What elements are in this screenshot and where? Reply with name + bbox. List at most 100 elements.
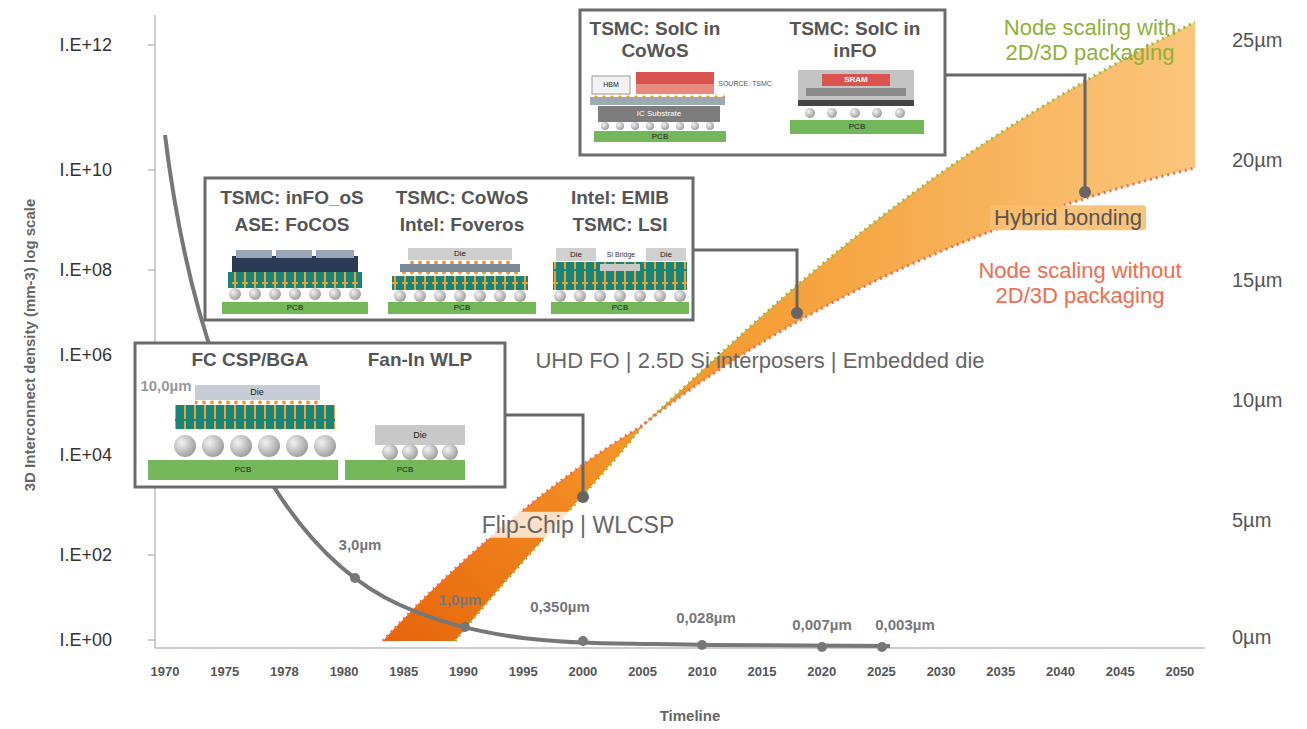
emib-figure <box>554 290 686 302</box>
fc-bga-figure <box>148 385 338 480</box>
part-label: PCB <box>397 465 413 474</box>
feature-size-curve <box>578 636 588 646</box>
feature-size-label: 0,003µm <box>875 616 935 633</box>
part-label: Die <box>250 387 264 397</box>
panel-title: TSMC: SoIC in inFO <box>785 18 925 62</box>
info-os-figure <box>229 288 241 300</box>
axis-title: Timeline <box>660 707 721 724</box>
info-os-figure <box>276 250 312 258</box>
fc-bga-figure <box>202 435 224 457</box>
soic-cowos-figure <box>661 122 669 130</box>
part-label: Die <box>413 430 427 440</box>
fc-bga-figure <box>286 435 308 457</box>
part-label: Die <box>570 250 582 259</box>
soic-info-figure <box>805 108 905 118</box>
year-tick-label: 2040 <box>1046 665 1075 680</box>
package-panel: TSMC: SoIC in CoWoSHBMSOURCE: TSMCIC Sub… <box>584 14 774 151</box>
fc-bga-figure <box>195 400 320 405</box>
info-os-figure <box>329 288 341 300</box>
cowos-figure <box>408 260 512 264</box>
cowos-figure <box>400 272 520 276</box>
package-panel: Fan-In WLP DiePCB <box>342 347 502 483</box>
cowos-figure <box>454 290 466 302</box>
cowos-figure <box>394 290 406 302</box>
axes <box>148 15 1205 648</box>
leader-lines <box>1079 186 1091 198</box>
soic-cowos-figure <box>631 122 639 130</box>
axis-tick-label: 20µm <box>1232 149 1282 172</box>
year-tick-label: 1990 <box>449 665 478 680</box>
feature-size-label: 0,350µm <box>530 598 590 615</box>
emib-figure <box>646 248 686 261</box>
part-label: Die <box>660 250 672 259</box>
part-label: HBM <box>603 81 619 89</box>
part-label: Si Bridge <box>607 251 635 259</box>
emib-figure <box>614 290 626 302</box>
emib-figure <box>574 290 586 302</box>
emib-figure <box>553 262 687 290</box>
feature-size-label: 1,0µm <box>439 591 482 608</box>
soic-info-figure <box>827 108 837 118</box>
panel-title: Fan-In WLP <box>368 349 472 371</box>
info-os-figure <box>222 250 368 314</box>
soic-info-figure <box>790 70 924 134</box>
emib-figure <box>654 290 666 302</box>
soic-cowos-figure <box>590 97 725 105</box>
soic-cowos-figure <box>590 72 726 142</box>
fan-in-figure <box>375 425 465 445</box>
axis-tick-label: I.E+04 <box>59 445 112 466</box>
fc-bga-figure <box>195 385 320 400</box>
fc-bga-figure <box>230 435 252 457</box>
axis-tick-label: I.E+12 <box>59 35 112 56</box>
leader-lines <box>577 491 589 503</box>
feature-size-curve <box>817 642 827 652</box>
annotation: Flip-Chip | WLCSP <box>478 512 679 538</box>
year-tick-label: 1975 <box>210 665 239 680</box>
leader-lines <box>505 415 583 497</box>
feature-size-curve <box>460 622 470 632</box>
year-tick-label: 2020 <box>807 665 836 680</box>
part-label: Intel: Foveros <box>400 214 525 236</box>
panel-title: TSMC: inFO_oS <box>220 187 364 209</box>
year-tick-label: 1985 <box>389 665 418 680</box>
annotation: UHD FO | 2.5D Si interposers | Embedded … <box>535 348 984 373</box>
leader-lines <box>791 307 803 319</box>
axes <box>154 15 156 648</box>
fc-bga-figure <box>314 435 336 457</box>
soic-info-figure <box>805 108 815 118</box>
info-os-figure <box>249 288 261 300</box>
fan-in-figure <box>422 444 438 460</box>
cowos-figure <box>408 248 512 260</box>
cowos-figure <box>474 290 486 302</box>
callout-frame <box>205 178 693 320</box>
year-tick-label: 1970 <box>151 665 180 680</box>
soic-cowos-figure <box>592 76 630 94</box>
axis-tick-label: I.E+06 <box>59 345 112 366</box>
soic-info-figure <box>895 108 905 118</box>
info-os-figure <box>289 288 301 300</box>
year-tick-label: 2000 <box>568 665 597 680</box>
callout-frame <box>135 10 945 487</box>
part-label: PCB <box>849 122 865 131</box>
year-tick-label: 2045 <box>1106 665 1135 680</box>
axes <box>148 554 155 556</box>
fan-in-figure <box>402 444 418 460</box>
info-os-figure <box>309 288 321 300</box>
emib-figure <box>634 290 646 302</box>
callout-frame <box>135 343 505 487</box>
year-tick-label: 1980 <box>330 665 359 680</box>
leader-lines <box>945 75 1085 192</box>
axis-tick-label: 25µm <box>1232 29 1282 52</box>
leader-lines <box>693 250 797 313</box>
axes <box>148 269 155 271</box>
axis-tick-label: 15µm <box>1232 269 1282 292</box>
soic-cowos-figure <box>590 94 725 97</box>
panel-title: TSMC: CoWoS <box>396 187 529 209</box>
soic-cowos-figure <box>646 122 654 130</box>
part-label: SOURCE: TSMC <box>718 80 772 88</box>
soic-cowos-figure <box>706 122 714 130</box>
fc-bga-figure <box>174 435 196 457</box>
panel-title: Intel: EMIB <box>571 187 669 209</box>
feature-size-curve <box>163 135 890 652</box>
soic-cowos-figure <box>636 84 714 94</box>
